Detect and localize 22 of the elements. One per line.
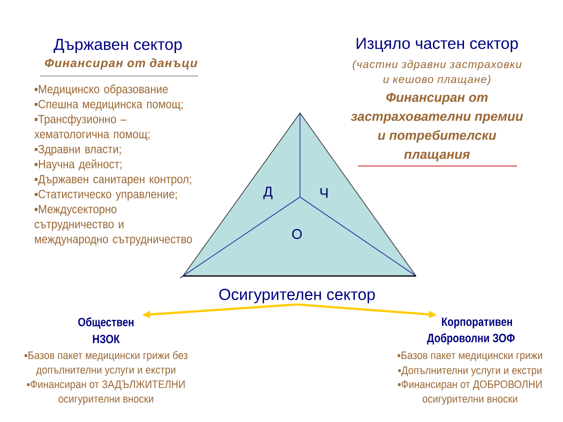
bullet-item: ▪Базов пакет медицински грижи (398, 351, 542, 362)
bullet-item: ▪Трансфузионно – хематологична помощ; (34, 114, 150, 141)
bullet-item: ▪Междусекторно сътрудничество и международно сътрудничество (34, 204, 192, 246)
bullet-item: ▪Научна дейност; (34, 159, 122, 171)
bullet-item: ▪Здравни власти; (34, 144, 121, 156)
sector-heading: Осигурителен сектор (219, 288, 375, 304)
group-heading: Корпоративен (442, 318, 512, 328)
bullet-item: ▪Спешна медицинска помощ; (34, 100, 183, 111)
group-heading: Обществен (78, 317, 134, 329)
funding-note: Финансиран от данъци (45, 58, 198, 70)
group-heading: Доброволни ЗОФ (427, 333, 515, 345)
bullet-item: ▪Базов пакет медицински грижи без допълнителни услуги и екстри (24, 350, 188, 376)
bullet-item: ▪Държавен санитарен контрол; (34, 174, 191, 186)
bullet-item: ▪Допълнителни услуги и екстри (398, 366, 542, 376)
group-heading: НЗОК (92, 334, 120, 344)
sector-heading: Изцяло частен сектор (356, 38, 518, 52)
funding-note: Финансиран от застрахователни премии и потребителски плащания (350, 92, 523, 162)
bullet-item: ▪Финансиран от ДОБРОВОЛНИ осигурителни вноски (398, 380, 542, 405)
bullet-item: ▪Финансиран от ЗАДЪЛЖИТЕЛНИ осигурителни вноски (27, 380, 185, 405)
bullet-item: ▪Медицинско образование (34, 84, 168, 96)
note: (частни здравни застраховки и кешово плащане) (352, 60, 522, 86)
sector-heading: Държавен сектор (54, 38, 182, 54)
